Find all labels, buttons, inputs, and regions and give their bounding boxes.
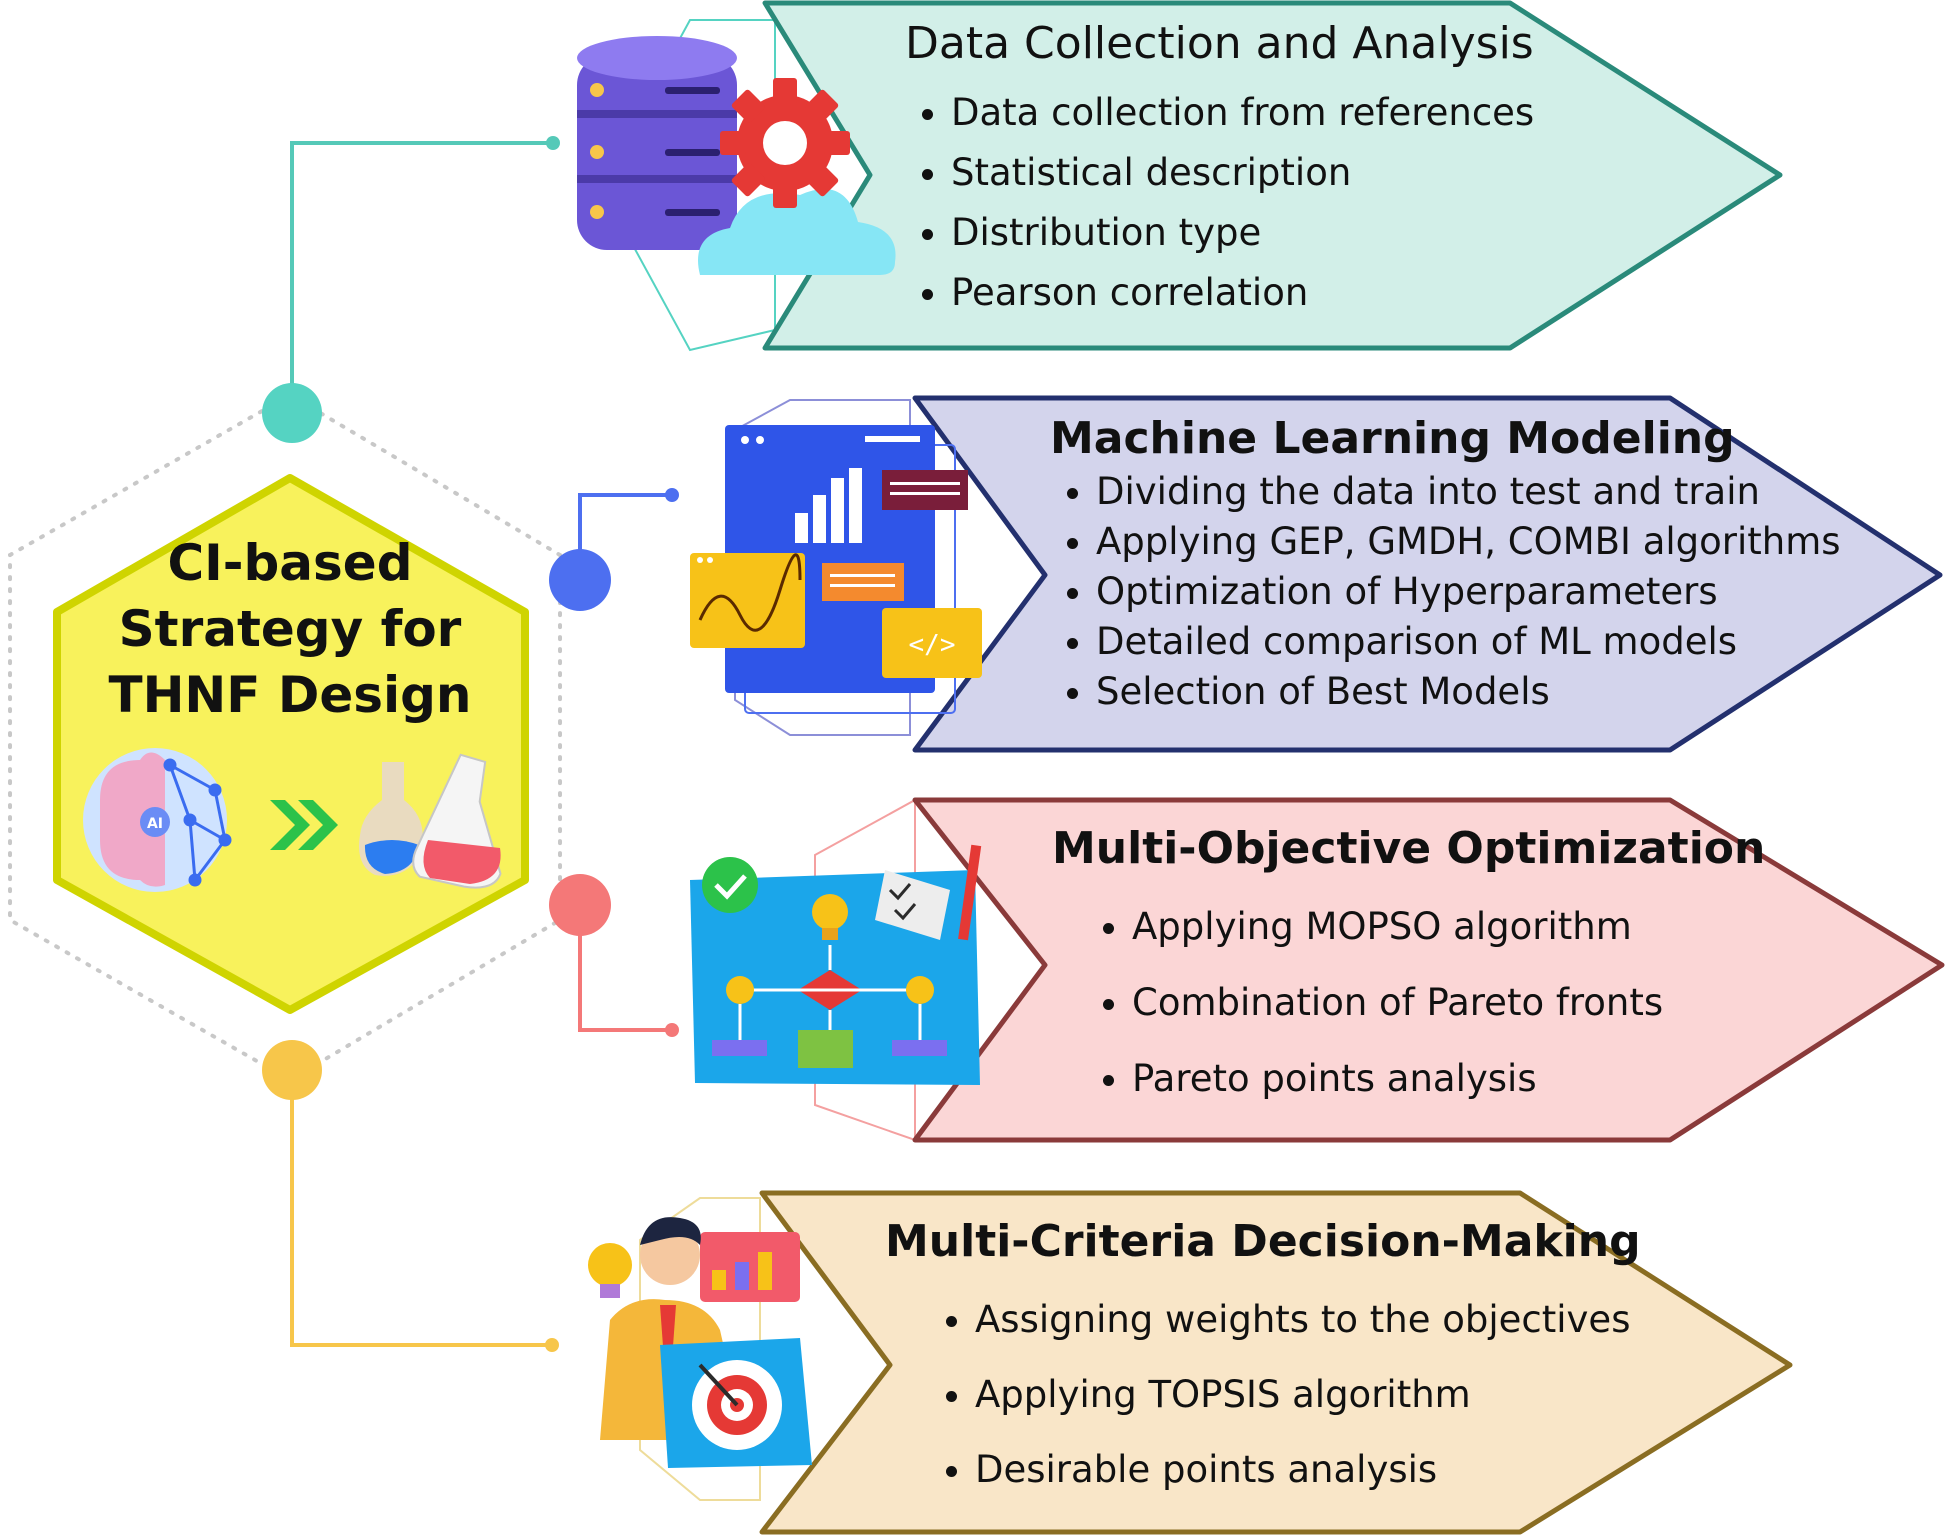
panel-ml-bullets: Dividing the data into test and train Ap… [1050, 467, 1841, 717]
ai-brain-icon: AI [83, 748, 232, 892]
connector-mcdm [290, 1072, 552, 1347]
panel-mcdm-arrow [759, 1190, 1793, 1535]
panel-moo-arrow [912, 797, 1945, 1143]
panel-data: Data Collection and Analysis Data collec… [905, 18, 1534, 323]
connector-node-data [262, 383, 322, 443]
connector-moo [578, 930, 672, 1032]
panel-data-arrow [762, 0, 1783, 351]
panel-data-bullet: Distribution type [951, 203, 1534, 263]
panel-moo-title: Multi-Objective Optimization [1052, 823, 1766, 874]
connector-node-ml [549, 549, 611, 611]
center-title-line: Strategy for [118, 600, 462, 658]
center-title-line: THNF Design [108, 666, 472, 724]
center-title-line: CI-based [167, 534, 413, 592]
panel-moo: Multi-Objective Optimization Applying MO… [1052, 823, 1766, 1117]
gear-icon [720, 78, 850, 208]
panel-mcdm-outline [639, 1197, 761, 1501]
panel-mcdm-bullet: Desirable points analysis [975, 1432, 1641, 1507]
panel-mcdm-title: Multi-Criteria Decision-Making [885, 1216, 1641, 1267]
connector-node-mcdm [262, 1040, 322, 1100]
panel-ml-arrow [912, 395, 1943, 753]
businessman-target-icon [588, 1217, 812, 1468]
connector-node-moo [549, 874, 611, 936]
panel-moo-bullet: Applying MOPSO algorithm [1132, 889, 1765, 965]
panel-mcdm-bullet: Assigning weights to the objectives [975, 1282, 1641, 1357]
panel-mcdm-bullet: Applying TOPSIS algorithm [975, 1357, 1641, 1432]
panel-ml-bullet: Selection of Best Models [1096, 667, 1841, 717]
panel-ml-bullet: Applying GEP, GMDH, COMBI algorithms [1096, 517, 1841, 567]
panel-ml-bullet: Optimization of Hyperparameters [1096, 567, 1841, 617]
ai-badge-label: AI [147, 816, 163, 832]
connector-end-ml [665, 488, 679, 502]
dashboard-icon: </> [690, 425, 982, 714]
connector-end-data [546, 136, 560, 150]
panel-ml: Machine Learning Modeling Dividing the d… [1050, 413, 1841, 717]
panel-ml-bullet: Dividing the data into test and train [1096, 467, 1841, 517]
panel-data-bullets: Data collection from references Statisti… [905, 83, 1534, 323]
connector-end-moo [665, 1023, 679, 1037]
svg-text:</>: </> [909, 630, 956, 660]
panel-data-bullet: Statistical description [951, 143, 1534, 203]
panel-ml-outline [734, 399, 911, 736]
panel-data-bullet: Data collection from references [951, 83, 1534, 143]
panel-moo-bullets: Applying MOPSO algorithm Combination of … [1052, 889, 1765, 1117]
panel-moo-bullet: Combination of Pareto fronts [1132, 965, 1765, 1041]
panel-data-title: Data Collection and Analysis [905, 18, 1534, 69]
cloud-icon [698, 189, 896, 275]
flowchart-icon [690, 844, 982, 1085]
panel-ml-title: Machine Learning Modeling [1050, 413, 1735, 464]
panel-mcdm-bullets: Assigning weights to the objectives Appl… [885, 1282, 1641, 1507]
panel-moo-bullet: Pareto points analysis [1132, 1041, 1765, 1117]
panel-mcdm: Multi-Criteria Decision-Making Assigning… [885, 1216, 1641, 1507]
panel-ml-bullet: Detailed comparison of ML models [1096, 617, 1841, 667]
connector-end-mcdm [545, 1338, 559, 1352]
lab-flask-icon [359, 753, 502, 889]
connector-data [290, 141, 553, 410]
panel-data-bullet: Pearson correlation [951, 263, 1534, 323]
double-chevron-icon [270, 800, 338, 850]
connector-ml [578, 493, 672, 555]
center-title: CI-based Strategy for THNF Design [80, 530, 500, 728]
dotted-hexagon-outline [8, 392, 562, 1083]
database-icon [577, 36, 737, 250]
